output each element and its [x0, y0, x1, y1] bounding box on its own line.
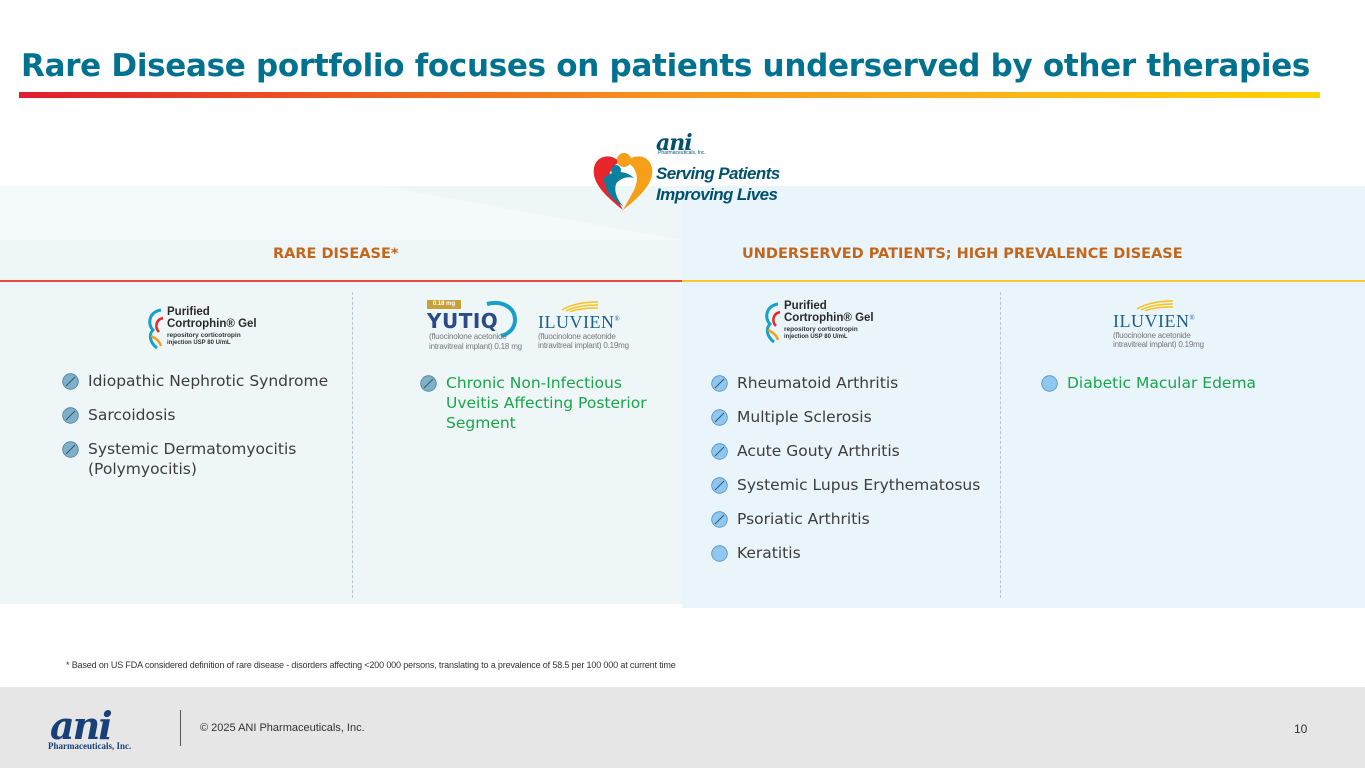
cortrophin-swirl-icon — [765, 302, 781, 344]
pill-slash-icon — [62, 373, 79, 390]
iluvien-sub2: intravitreal implant) 0.19mg — [538, 341, 629, 350]
pill-slash-icon — [711, 409, 728, 426]
ani-footer-brand: ani — [50, 703, 113, 748]
iluvien-sub1: (fluocinolone acetonide — [1113, 331, 1191, 340]
list-item: Sarcoidosis — [62, 405, 332, 425]
tagline-serving: Serving Patients — [656, 164, 780, 183]
ani-brand-small: ani — [656, 130, 693, 156]
copyright: © 2025 ANI Pharmaceuticals, Inc. — [200, 722, 365, 734]
column-divider-2 — [1000, 292, 1001, 598]
footnote: * Based on US FDA considered definition … — [66, 660, 676, 670]
rare-disease-list-col2: Chronic Non-Infectious Uveitis Affecting… — [420, 373, 670, 447]
column-divider-1 — [352, 292, 353, 598]
footer-divider — [180, 710, 181, 746]
iluvien-waves-icon — [1136, 300, 1174, 311]
iluvien-name: ILUVIEN® — [1113, 311, 1196, 331]
pill-slash-icon — [711, 375, 728, 392]
pill-slash-icon — [62, 441, 79, 458]
iluvien-name: ILUVIEN® — [538, 312, 621, 332]
list-item: Multiple Sclerosis — [711, 407, 991, 427]
high-prevalence-list-col4: Diabetic Macular Edema — [1041, 373, 1341, 407]
cortrophin-line1: Purified — [167, 306, 210, 318]
list-item: Acute Gouty Arthritis — [711, 441, 991, 461]
iluvien-waves-icon — [561, 301, 599, 312]
iluvien-logo-col2: ILUVIEN® (fluocinolone acetonide intravi… — [538, 298, 638, 354]
ani-brand-sub: Pharmaceuticals, Inc. — [658, 150, 706, 156]
cortrophin-logo: Purified Cortrophin® Gel repository cort… — [145, 302, 265, 354]
iluvien-logo-col4: ILUVIEN® (fluocinolone acetonide intravi… — [1113, 297, 1213, 353]
pill-slash-icon — [711, 477, 728, 494]
slide-title: Rare Disease portfolio focuses on patien… — [21, 48, 1311, 84]
rare-disease-list-col1: Idiopathic Nephrotic Syndrome Sarcoidosi… — [62, 371, 332, 493]
rare-disease-header: RARE DISEASE* — [273, 246, 399, 262]
rare-disease-panel — [0, 186, 682, 604]
yutiq-badge: 0.18 mg — [427, 300, 461, 309]
list-item: Keratitis — [711, 543, 991, 563]
high-prevalence-list-col3: Rheumatoid Arthritis Multiple Sclerosis … — [711, 373, 991, 577]
iluvien-sub2: intravitreal implant) 0.19mg — [1113, 340, 1204, 349]
list-item: Diabetic Macular Edema — [1041, 373, 1341, 393]
list-item: Systemic Lupus Erythematosus — [711, 475, 991, 495]
circle-icon — [711, 545, 728, 562]
pill-slash-icon — [62, 407, 79, 424]
yutiq-sub1: (fluocinolone acetonide — [429, 332, 507, 341]
list-item: Chronic Non-Infectious Uveitis Affecting… — [420, 373, 670, 433]
heart-figure-icon — [593, 153, 653, 210]
tagline-improving: Improving Lives — [656, 185, 778, 204]
cortrophin-swirl-icon — [148, 308, 164, 350]
cortrophin-line4: injection USP 80 U/mL — [167, 340, 231, 346]
pill-slash-icon — [711, 443, 728, 460]
list-item: Systemic Dermatomyocitis (Polymyocitis) — [62, 439, 332, 479]
ani-serving-patients-logo: ani Pharmaceuticals, Inc. Serving Patien… — [588, 128, 788, 214]
list-item: Psoriatic Arthritis — [711, 509, 991, 529]
cortrophin-line1: Purified — [784, 300, 827, 312]
cortrophin-line2: Cortrophin® Gel — [167, 318, 257, 330]
yutiq-logo: 0.18 mg YUTIQ (fluocinolone acetonide in… — [427, 298, 527, 358]
title-gradient-bar — [19, 92, 1320, 98]
page-number: 10 — [1294, 722, 1308, 736]
cortrophin-line3: repository corticotropin — [167, 332, 241, 339]
rare-disease-divider — [0, 280, 682, 282]
ani-footer-logo: ani Pharmaceuticals, Inc. — [48, 703, 158, 753]
cortrophin-line4: injection USP 80 U/mL — [784, 334, 848, 340]
circle-icon — [1041, 375, 1058, 392]
high-prevalence-panel — [682, 186, 1365, 608]
yutiq-arc-icon — [486, 301, 517, 338]
cortrophin-logo-col3: Purified Cortrophin® Gel repository cort… — [762, 296, 882, 348]
ani-footer-sub: Pharmaceuticals, Inc. — [48, 741, 132, 751]
slide-footer: ani Pharmaceuticals, Inc. © 2025 ANI Pha… — [0, 687, 1365, 768]
pill-slash-icon — [420, 375, 437, 392]
yutiq-name: YUTIQ — [427, 309, 499, 333]
list-item: Idiopathic Nephrotic Syndrome — [62, 371, 332, 391]
cortrophin-line3: repository corticotropin — [784, 326, 858, 333]
list-item: Rheumatoid Arthritis — [711, 373, 991, 393]
iluvien-sub1: (fluocinolone acetonide — [538, 332, 616, 341]
pill-slash-icon — [711, 511, 728, 528]
yutiq-sub2: intravitreal implant) 0.18 mg — [429, 342, 522, 351]
high-prevalence-divider — [682, 280, 1365, 282]
cortrophin-line2: Cortrophin® Gel — [784, 312, 874, 324]
high-prevalence-header: UNDERSERVED PATIENTS; HIGH PREVALENCE DI… — [742, 246, 1183, 262]
